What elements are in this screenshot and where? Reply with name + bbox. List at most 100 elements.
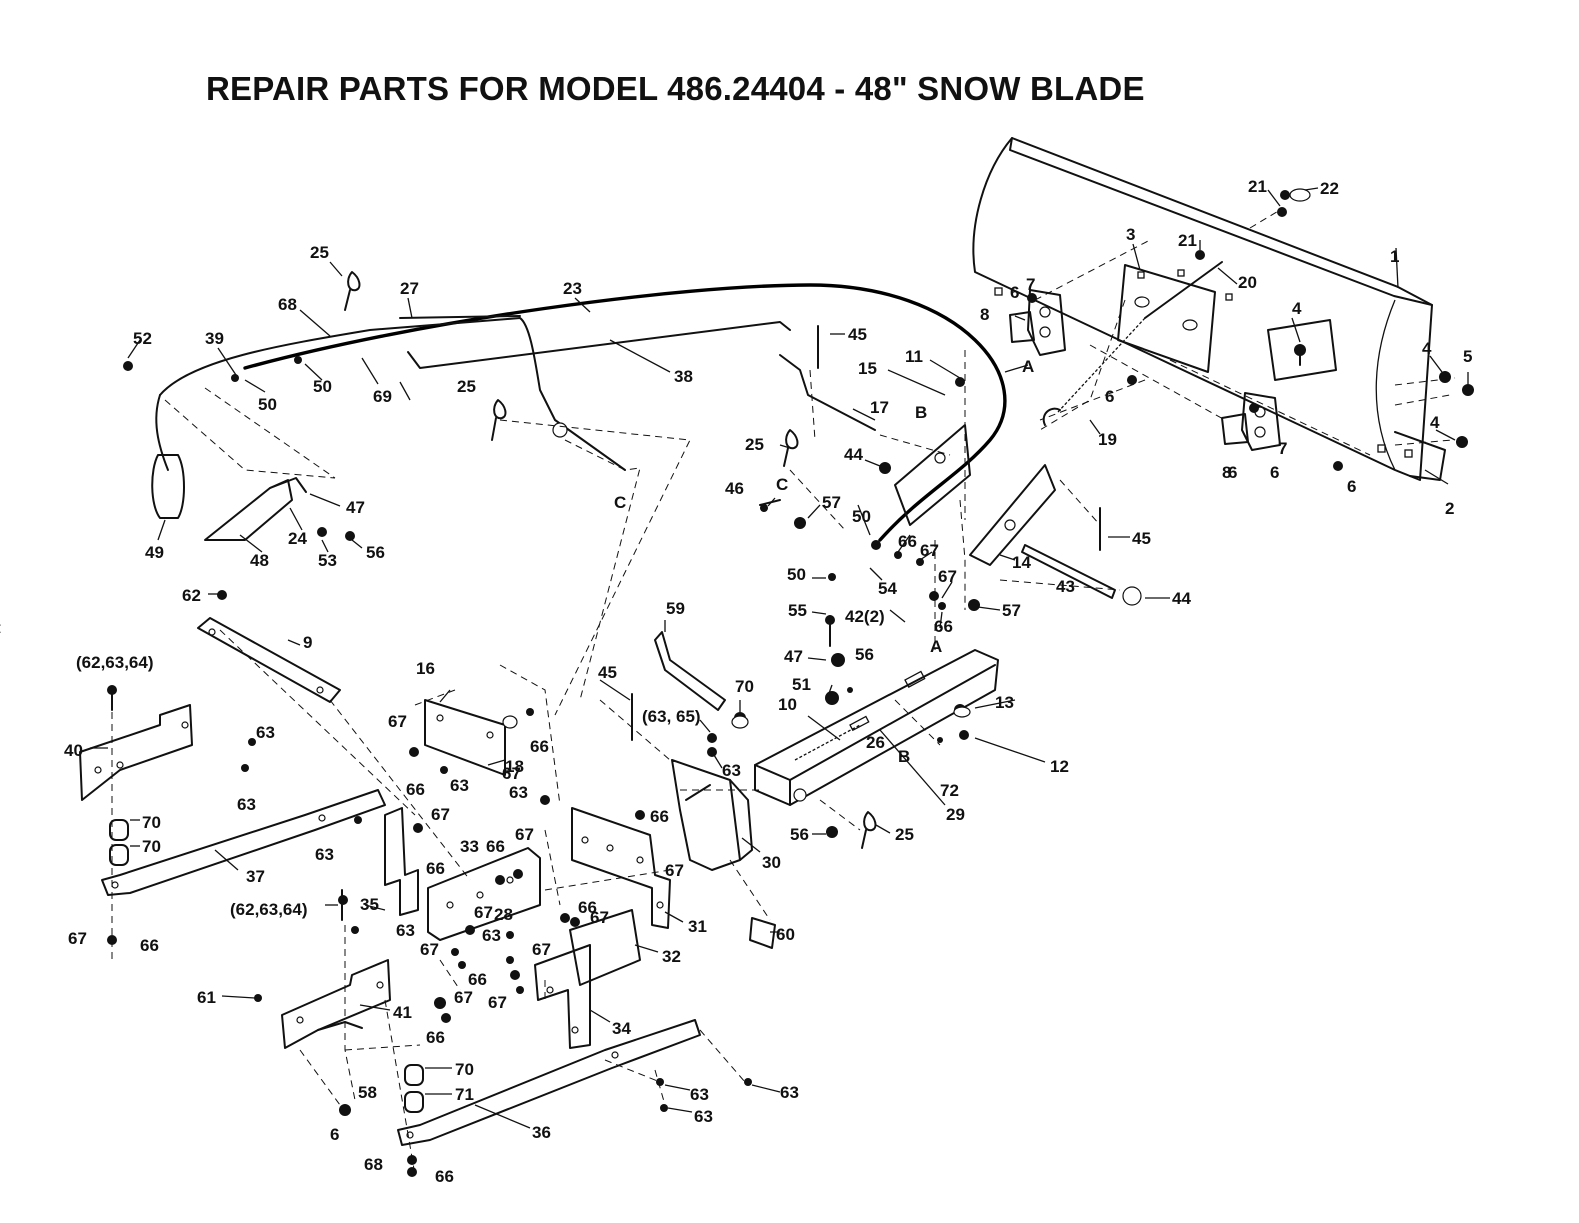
- callout: 18: [505, 757, 524, 776]
- callout: 67: [938, 567, 957, 586]
- callout: 50: [852, 507, 871, 526]
- main-frame: [754, 649, 999, 806]
- callout: 66: [140, 936, 159, 955]
- callout: 63: [722, 761, 741, 780]
- callout: 27: [400, 279, 419, 298]
- callout: 68: [364, 1155, 383, 1174]
- frame-plate-33: [427, 847, 541, 941]
- callout: 57: [822, 493, 841, 512]
- frame-plate-9: [197, 617, 341, 703]
- callout: 4: [1292, 299, 1302, 318]
- callout: A: [1022, 357, 1034, 376]
- callout: C: [776, 475, 788, 494]
- callout: 6: [330, 1125, 339, 1144]
- callout: 60: [776, 925, 795, 944]
- frame-plate-31: [571, 807, 671, 929]
- callout: 66: [468, 970, 487, 989]
- callout: 50: [787, 565, 806, 584]
- callout: 66: [435, 1167, 454, 1186]
- callout: 67: [920, 541, 939, 560]
- callout: 1: [1390, 247, 1399, 266]
- callout: 50: [313, 377, 332, 396]
- callout: 6: [1105, 387, 1114, 406]
- callout: 37: [246, 867, 265, 886]
- callout: 29: [946, 805, 965, 824]
- callout: 54: [878, 579, 897, 598]
- leader-lines: [90, 187, 1469, 1129]
- callout: 70: [735, 677, 754, 696]
- callout: 8: [980, 305, 989, 324]
- callout: 67: [502, 764, 521, 783]
- callout: 68: [278, 295, 297, 314]
- hairpin-clips: [344, 271, 877, 849]
- callout: 35: [360, 895, 379, 914]
- callout: 13: [995, 693, 1014, 712]
- callout: 45: [598, 663, 617, 682]
- callout: 25: [457, 377, 476, 396]
- callout: 26: [866, 733, 885, 752]
- callout: 43: [1056, 577, 1075, 596]
- callout: 67: [488, 993, 507, 1012]
- diagram-title: REPAIR PARTS FOR MODEL 486.24404 - 48" S…: [206, 70, 1145, 107]
- callout: 8: [1222, 463, 1231, 482]
- callout: 70: [455, 1060, 474, 1079]
- callout: 4: [1430, 413, 1440, 432]
- callout: 6: [1010, 283, 1019, 302]
- callout: 71: [455, 1085, 474, 1104]
- callout: B: [898, 747, 910, 766]
- callout: 36: [532, 1123, 551, 1142]
- handle-bracket: [204, 477, 307, 541]
- frame-plate-32: [534, 909, 641, 1049]
- callout: 67: [431, 805, 450, 824]
- callout: 42(2): [845, 607, 885, 626]
- callout: 19: [1098, 430, 1117, 449]
- callout: 40: [64, 741, 83, 760]
- callout: 67: [515, 825, 534, 844]
- bracket-40: [79, 704, 193, 801]
- callout: 57: [1002, 601, 1021, 620]
- callout: 34: [612, 1019, 631, 1038]
- callout: 44: [844, 445, 863, 464]
- callout: 66: [406, 780, 425, 799]
- callout: 55: [788, 601, 807, 620]
- callout: 24: [288, 529, 307, 548]
- spring: [1042, 261, 1223, 426]
- callout: 67: [532, 940, 551, 959]
- callout: 63: [780, 1083, 799, 1102]
- callout: 7: [1278, 439, 1287, 458]
- callout: 45: [848, 325, 867, 344]
- callout: 67: [420, 940, 439, 959]
- callout: 52: [133, 329, 152, 348]
- callout: 66: [898, 532, 917, 551]
- callout: 49: [145, 543, 164, 562]
- callout: 70: [142, 837, 161, 856]
- callout: 6: [1347, 477, 1356, 496]
- callout: 63: [509, 783, 528, 802]
- callout: 20: [1238, 273, 1257, 292]
- callout: 6: [1270, 463, 1279, 482]
- callout: 23: [563, 279, 582, 298]
- bracket-35: [384, 807, 419, 916]
- callout: 9: [303, 633, 312, 652]
- lift-rod: [407, 321, 791, 369]
- callout: (62,63,64): [76, 653, 154, 672]
- callout: 61: [197, 988, 216, 1007]
- callout: 39: [205, 329, 224, 348]
- callout: 25: [310, 243, 329, 262]
- callout: 46: [725, 479, 744, 498]
- callout: 66: [486, 837, 505, 856]
- callout: 6: [1228, 463, 1237, 482]
- callout: 66: [426, 859, 445, 878]
- callout: 67: [388, 712, 407, 731]
- callout: 50: [258, 395, 277, 414]
- callout: 66: [934, 617, 953, 636]
- pivot-pin: [1021, 544, 1116, 599]
- callout: 47: [346, 498, 365, 517]
- callout: 12: [1050, 757, 1069, 776]
- pins: [111, 325, 1301, 921]
- callout: 67: [474, 903, 493, 922]
- callout: 59: [666, 599, 685, 618]
- callout: 17: [870, 398, 889, 417]
- callout: 63: [482, 926, 501, 945]
